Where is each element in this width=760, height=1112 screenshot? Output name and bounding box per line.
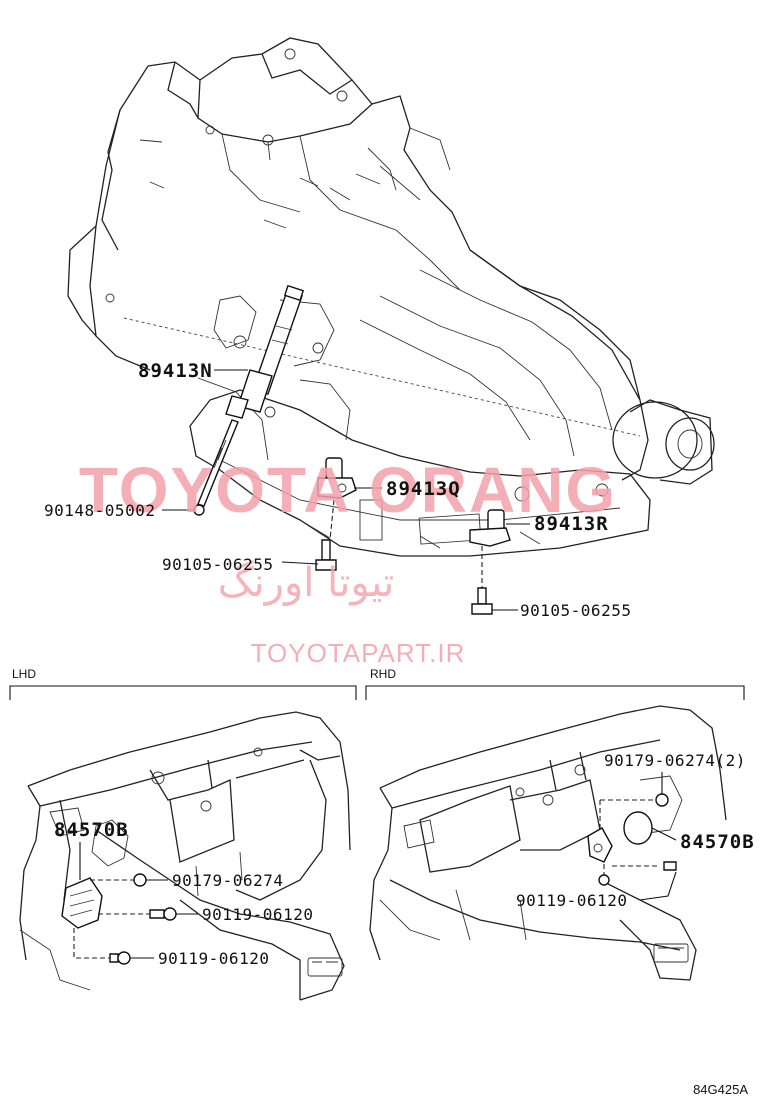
section-bracket-lhd bbox=[9, 685, 357, 700]
callout-rhd-90179-06274[interactable]: 90179-06274(2) bbox=[604, 751, 746, 770]
rhd-dashboard-drawing bbox=[369, 705, 727, 981]
bolt-90105-06255-right-drawing bbox=[471, 587, 493, 615]
lhd-yaw-sensor-84570b-drawing bbox=[61, 877, 150, 959]
callout-lhd-84570b[interactable]: 84570B bbox=[54, 819, 129, 841]
speed-sensor-89413r-drawing bbox=[469, 509, 511, 588]
rhd-bolt-90119-06120-drawing bbox=[598, 861, 677, 886]
lhd-dashboard-drawing bbox=[19, 711, 351, 1001]
leader-lines-rhd bbox=[639, 772, 677, 901]
section-label-rhd: RHD bbox=[370, 667, 396, 681]
leader-lines-upper bbox=[162, 369, 530, 611]
callout-lhd-90119-06120-a[interactable]: 90119-06120 bbox=[202, 905, 313, 924]
callout-89413q[interactable]: 89413Q bbox=[386, 478, 461, 500]
illustration-code: 84G425A bbox=[693, 1082, 748, 1097]
leader-lines-lhd bbox=[79, 842, 198, 959]
bolt-90148-05002-drawing bbox=[193, 419, 239, 516]
callout-lhd-90179-06274[interactable]: 90179-06274 bbox=[172, 871, 283, 890]
callout-rhd-84570b[interactable]: 84570B bbox=[680, 831, 755, 853]
callout-90105-06255-right[interactable]: 90105-06255 bbox=[520, 601, 631, 620]
transmission-housing-drawing bbox=[67, 37, 715, 557]
callout-89413n[interactable]: 89413N bbox=[138, 360, 213, 382]
speed-sensor-89413n-drawing bbox=[225, 284, 305, 419]
lhd-nut-90179-06274-drawing bbox=[133, 873, 147, 887]
lhd-bolt-90119-06120-a-drawing bbox=[149, 907, 177, 921]
callout-rhd-90119-06120[interactable]: 90119-06120 bbox=[516, 891, 627, 910]
watermark-brand: TOYOTA ORANG bbox=[79, 454, 617, 526]
section-bracket-rhd bbox=[365, 685, 745, 700]
speed-sensor-89413q-drawing bbox=[317, 457, 357, 541]
watermark-persian: تیوتا اورنگ bbox=[218, 560, 395, 606]
callout-90148-05002[interactable]: 90148-05002 bbox=[44, 501, 155, 520]
callout-lhd-90119-06120-b[interactable]: 90119-06120 bbox=[158, 949, 269, 968]
callout-89413r[interactable]: 89413R bbox=[534, 513, 609, 535]
section-label-lhd: LHD bbox=[12, 667, 36, 681]
lhd-bolt-90119-06120-b-drawing bbox=[109, 951, 131, 965]
bolt-90105-06255-left-drawing bbox=[315, 539, 337, 571]
rhd-yaw-sensor-84570b-drawing bbox=[587, 799, 660, 876]
watermark-site: TOYOTAPART.IR bbox=[251, 638, 466, 668]
callout-90105-06255-left[interactable]: 90105-06255 bbox=[162, 555, 273, 574]
rhd-nut-90179-06274-drawing bbox=[655, 793, 669, 807]
